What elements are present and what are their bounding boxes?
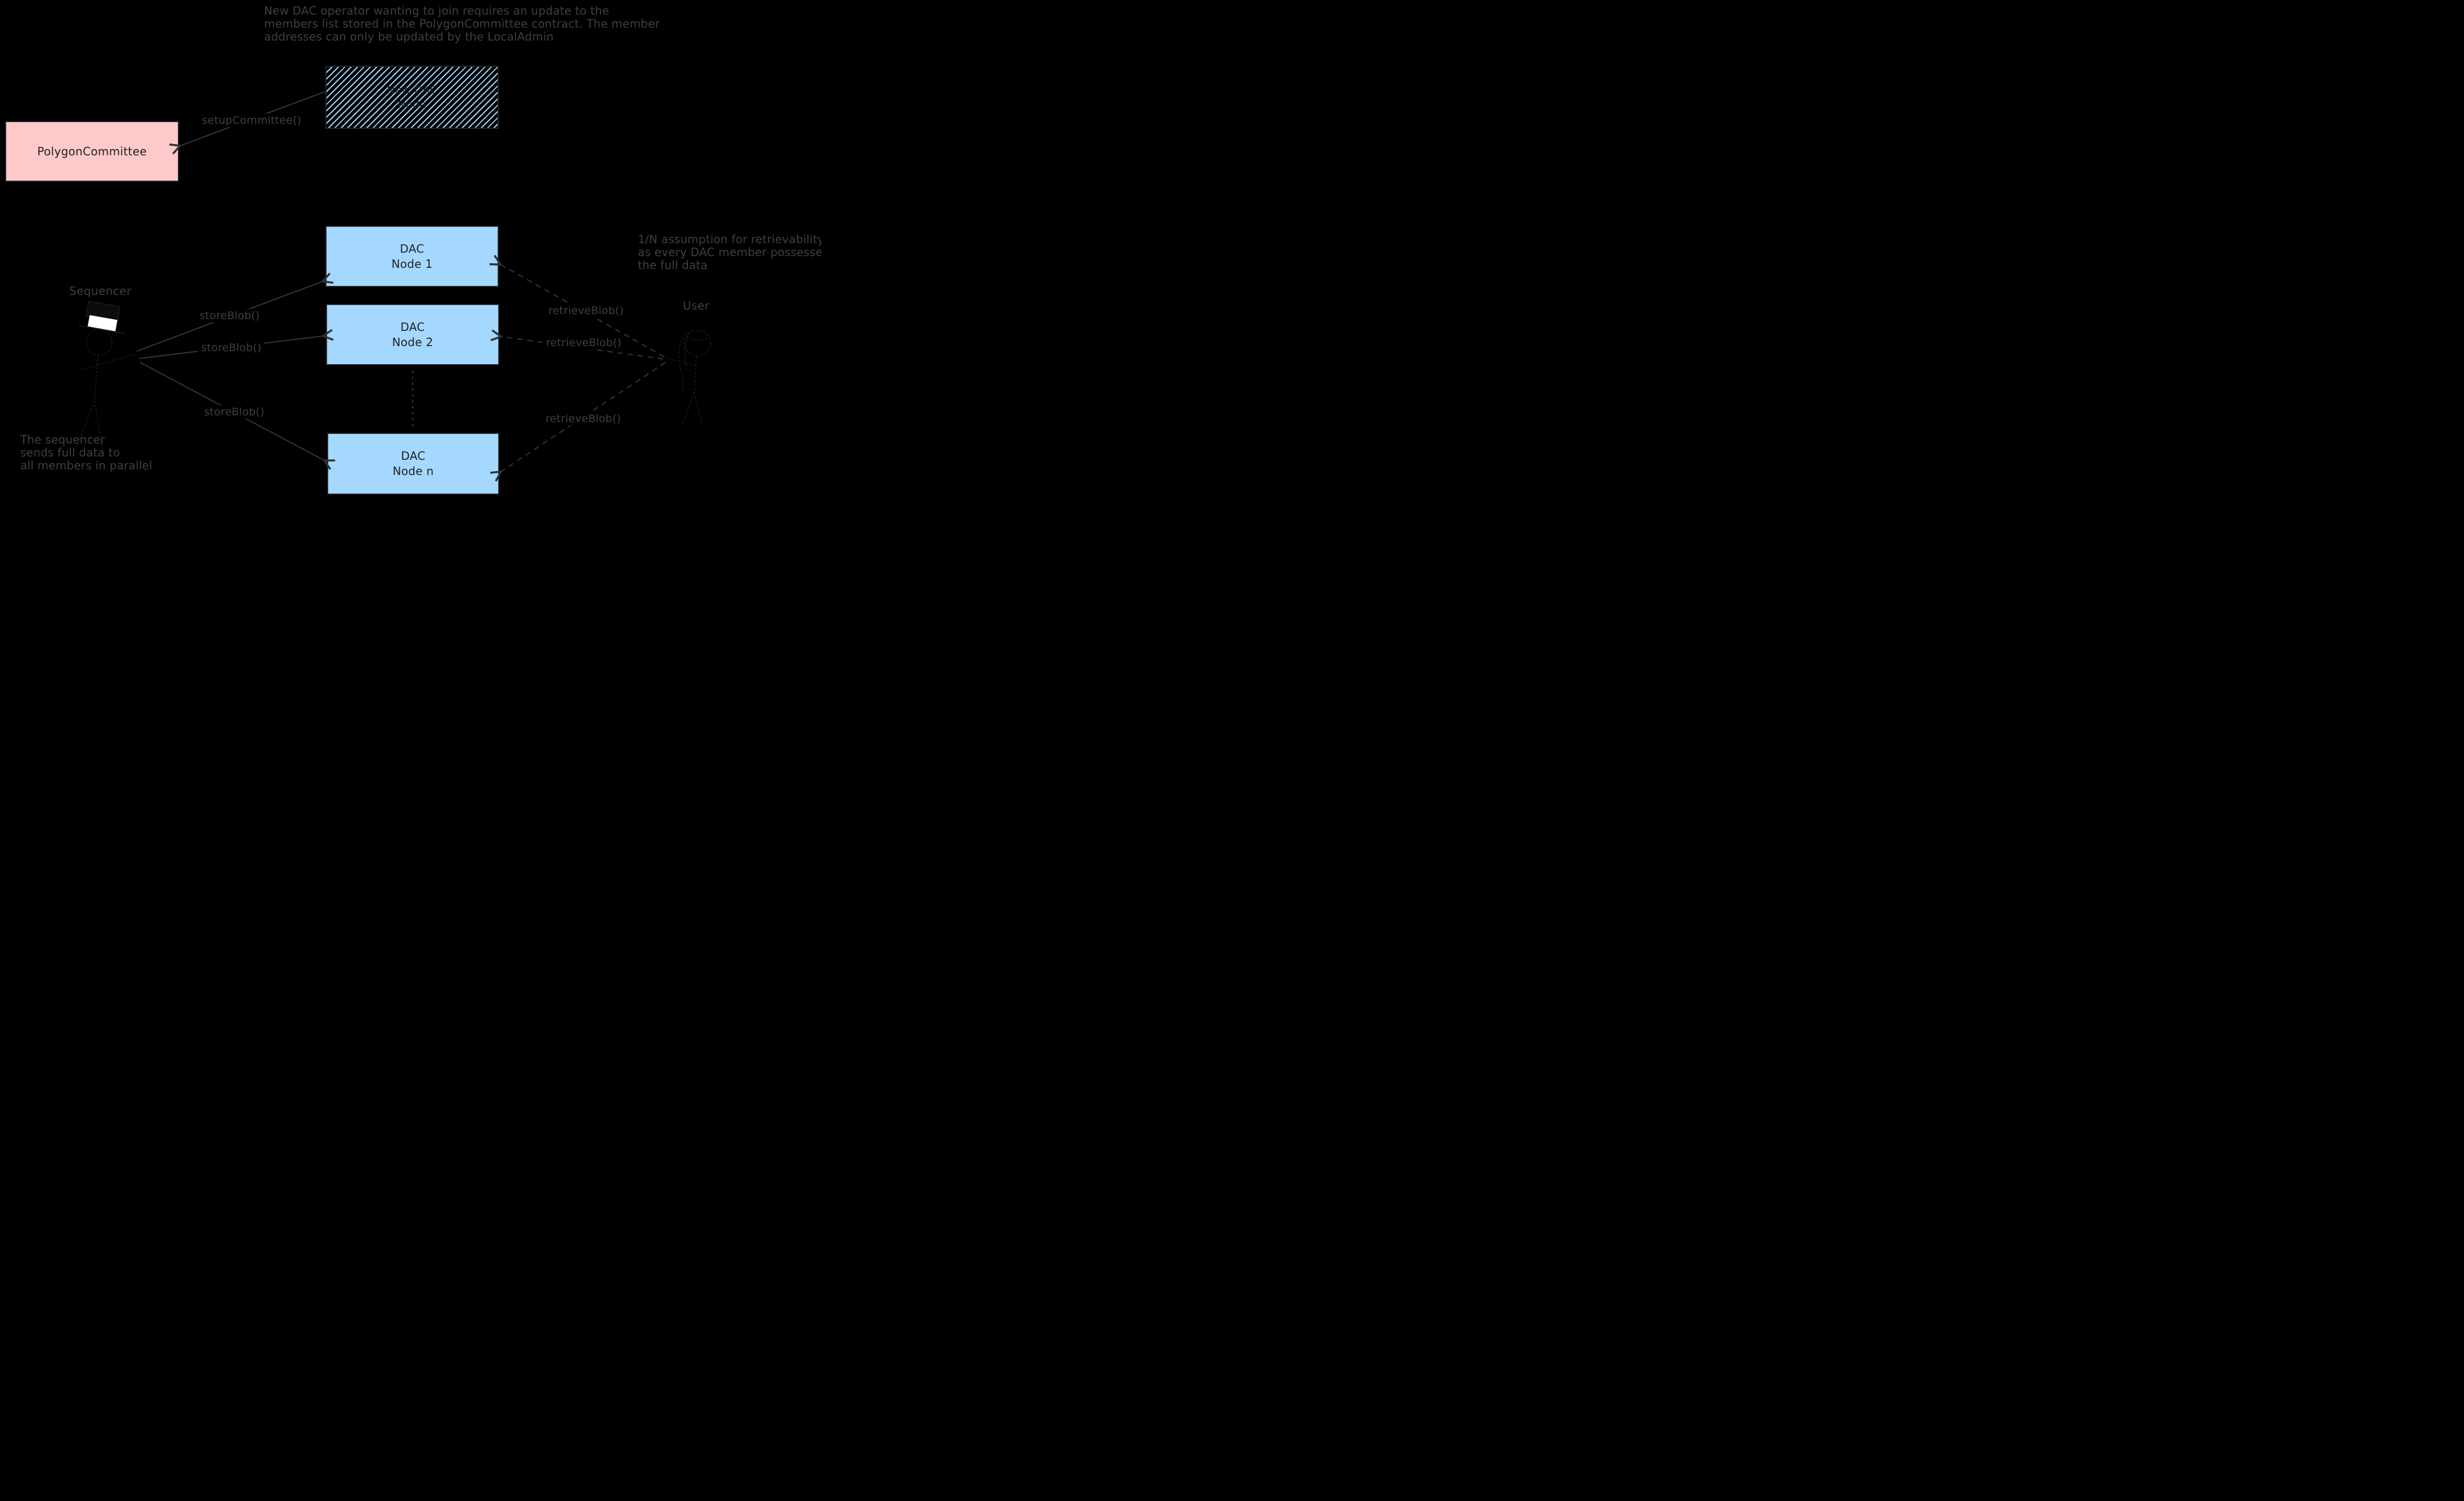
box-label-line: DAC bbox=[401, 449, 426, 463]
note-line: as every DAC member possesses bbox=[638, 245, 821, 259]
store-blob-label-2: storeBlob() bbox=[198, 341, 265, 355]
note-line: New DAC operator wanting to join require… bbox=[264, 4, 610, 17]
box-label-line: Node 2 bbox=[392, 335, 433, 349]
note-line: addresses can only be updated by the Loc… bbox=[264, 30, 554, 43]
store-blob-label-3: storeBlob() bbox=[201, 405, 267, 419]
retrieve-blob-label-3: retrieveBlob() bbox=[543, 412, 624, 425]
dac-node-n-box: DAC Node n bbox=[327, 433, 499, 495]
box-label: PolygonCommittee bbox=[37, 144, 147, 158]
note-line: 1/N assumption for retrievability, bbox=[638, 232, 821, 246]
setup-committee-label: setupCommittee() bbox=[199, 114, 305, 127]
new-dac-node-box: New DAC Node bbox=[325, 66, 499, 129]
box-label-line: Node 1 bbox=[391, 257, 433, 271]
retrieve-blob-label-1: retrieveBlob() bbox=[545, 304, 627, 317]
store-blob-label-1: storeBlob() bbox=[196, 309, 263, 322]
box-label-line: Node bbox=[397, 98, 427, 111]
new-operator-note: New DAC operator wanting to join require… bbox=[264, 5, 660, 43]
note-line: members list stored in the PolygonCommit… bbox=[264, 17, 660, 30]
hat-band bbox=[87, 315, 118, 332]
retrieve-blob-arrow-3 bbox=[501, 362, 666, 472]
note-line: the full data bbox=[638, 258, 708, 272]
box-label-line: New DAC bbox=[387, 84, 437, 96]
box-label-line: DAC bbox=[400, 241, 424, 256]
box-label-line: Node n bbox=[392, 464, 434, 478]
box-label-line: DAC bbox=[400, 320, 425, 334]
user-figure bbox=[664, 329, 712, 428]
retrieve-blob-label-2: retrieveBlob() bbox=[543, 336, 624, 350]
sequencer-note: The sequencer sends full data to all mem… bbox=[20, 433, 153, 472]
sequencer-label: Sequencer bbox=[69, 284, 132, 298]
dac-node-1-box: DAC Node 1 bbox=[325, 226, 499, 287]
note-line: The sequencer bbox=[20, 433, 105, 446]
diagram-canvas: New DAC operator wanting to join require… bbox=[0, 0, 821, 500]
note-line: sends full data to bbox=[20, 446, 120, 459]
retrievability-note: 1/N assumption for retrievability, as ev… bbox=[638, 233, 821, 272]
note-line: all members in parallel bbox=[20, 459, 153, 472]
user-label: User bbox=[683, 299, 710, 312]
sequencer-figure bbox=[75, 301, 137, 449]
